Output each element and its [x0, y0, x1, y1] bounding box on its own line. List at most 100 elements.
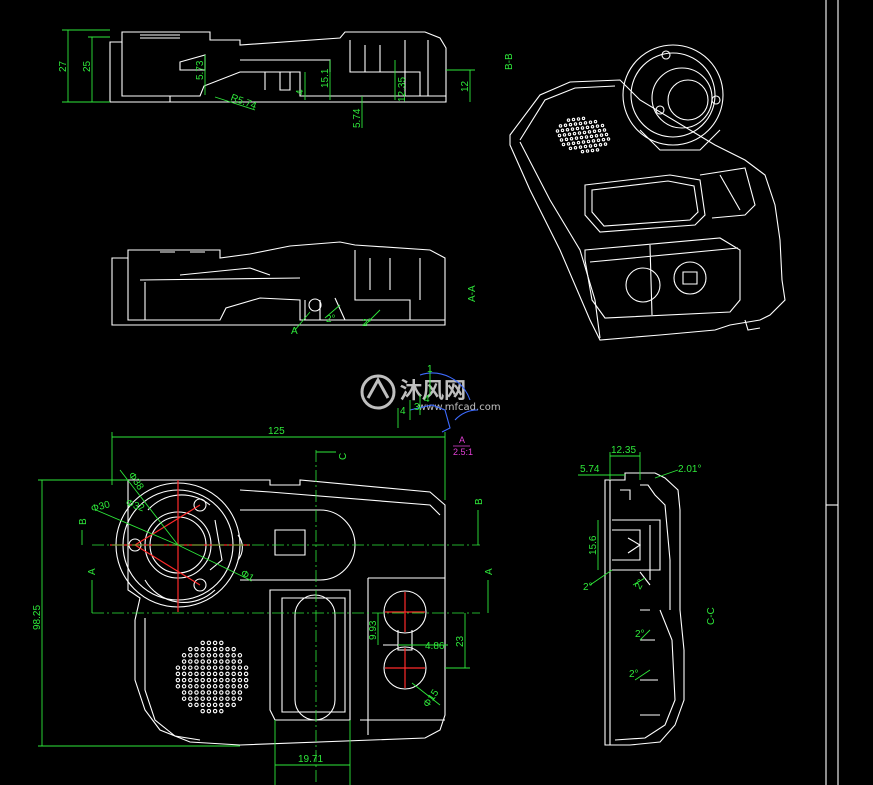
dim-993: 9.93: [368, 620, 379, 640]
speaker-hole: [561, 142, 566, 147]
speaker-hole: [212, 696, 218, 701]
speaker-hole: [175, 677, 181, 683]
speaker-hole: [219, 640, 224, 646]
speaker-hole: [194, 702, 199, 708]
speaker-hole: [194, 646, 199, 652]
speaker-hole: [219, 702, 224, 708]
speaker-hole: [602, 128, 607, 132]
speaker-hole: [212, 702, 218, 708]
speaker-grid-front: [175, 640, 249, 714]
speaker-hole: [592, 129, 597, 134]
speaker-hole: [595, 148, 600, 152]
speaker-hole: [212, 659, 218, 664]
dim-1971: 19.71: [298, 754, 323, 765]
speaker-hole: [580, 149, 585, 154]
marker-c-top: C: [338, 453, 349, 460]
speaker-hole: [206, 702, 212, 708]
speaker-hole: [175, 671, 181, 677]
dim-dia-c: Φ30: [90, 499, 112, 515]
speaker-hole: [569, 137, 574, 141]
dim-cc-574: 5.74: [580, 464, 600, 475]
speaker-hole: [590, 148, 595, 153]
speaker-hole: [586, 139, 591, 144]
speaker-hole: [181, 665, 187, 670]
speaker-hole: [212, 653, 218, 658]
detail-scale: 2.5:1: [453, 447, 473, 457]
dim-cc-2b: 2°: [633, 578, 647, 592]
speaker-hole: [194, 684, 199, 689]
speaker-hole: [237, 665, 243, 670]
speaker-hole: [219, 659, 224, 664]
speaker-hole: [181, 659, 187, 664]
speaker-hole: [225, 653, 230, 658]
speaker-hole: [237, 690, 243, 695]
speaker-hole: [564, 137, 569, 142]
speaker-hole: [200, 671, 205, 677]
speaker-hole: [231, 653, 236, 658]
speaker-hole: [206, 665, 212, 670]
dim-r574: R5.74: [229, 92, 258, 112]
speaker-hole: [219, 671, 224, 677]
dim-15: Φ15: [421, 687, 441, 709]
label-bb: B-B: [504, 53, 515, 70]
speaker-hole: [572, 131, 577, 136]
dim-cc-2d: 2°: [629, 669, 639, 680]
speaker-hole: [589, 134, 594, 139]
speaker-hole: [194, 690, 199, 695]
speaker-hole: [175, 684, 181, 689]
speaker-hole: [219, 696, 224, 701]
speaker-hole: [188, 677, 193, 683]
speaker-hole: [188, 659, 193, 664]
speaker-hole: [225, 677, 230, 683]
speaker-hole: [225, 659, 230, 664]
speaker-hole: [600, 123, 605, 128]
speaker-hole: [200, 677, 205, 683]
speaker-hole: [181, 671, 187, 677]
speaker-hole: [200, 659, 205, 664]
isometric-view: [509, 44, 786, 341]
dim-cc-201: 2.01°: [678, 464, 701, 475]
marker-a-left: A: [87, 568, 98, 575]
speaker-hole: [568, 122, 573, 127]
speaker-hole: [200, 708, 205, 714]
speaker-hole: [194, 665, 199, 670]
speaker-hole: [206, 684, 212, 689]
speaker-hole: [188, 646, 193, 652]
speaker-hole: [581, 116, 586, 121]
speaker-grid-iso: [555, 116, 611, 154]
speaker-hole: [206, 640, 212, 646]
speaker-hole: [206, 659, 212, 664]
speaker-hole: [231, 702, 236, 708]
dims-cc: 12.35 5.74 2.01° 15.6 2° 2° 2° 2° C-C: [578, 445, 717, 681]
speaker-hole: [188, 690, 193, 695]
speaker-hole: [566, 142, 571, 146]
speaker-hole: [570, 127, 575, 131]
speaker-hole: [225, 671, 230, 677]
speaker-hole: [567, 132, 572, 137]
speaker-hole: [599, 133, 604, 137]
speaker-hole: [212, 708, 218, 714]
speaker-hole: [231, 690, 236, 695]
speaker-hole: [225, 690, 230, 695]
speaker-hole: [588, 120, 593, 125]
speaker-hole: [200, 684, 205, 689]
speaker-hole: [237, 659, 243, 664]
speaker-hole: [219, 690, 224, 695]
speaker-hole: [200, 690, 205, 695]
speaker-hole: [181, 690, 187, 695]
speaker-hole: [188, 684, 193, 689]
speaker-hole: [568, 146, 573, 151]
speaker-hole: [583, 121, 588, 125]
speaker-hole: [571, 117, 576, 122]
speaker-hole: [585, 125, 590, 130]
dim-125: 125: [268, 426, 285, 437]
speaker-hole: [206, 671, 212, 677]
speaker-hole: [206, 677, 212, 683]
speaker-hole: [243, 684, 249, 689]
dim-573: 5.73: [195, 60, 206, 80]
speaker-hole: [573, 146, 578, 150]
dim-25: 25: [82, 60, 93, 72]
speaker-hole: [212, 684, 218, 689]
speaker-hole: [225, 646, 230, 652]
speaker-hole: [194, 659, 199, 664]
